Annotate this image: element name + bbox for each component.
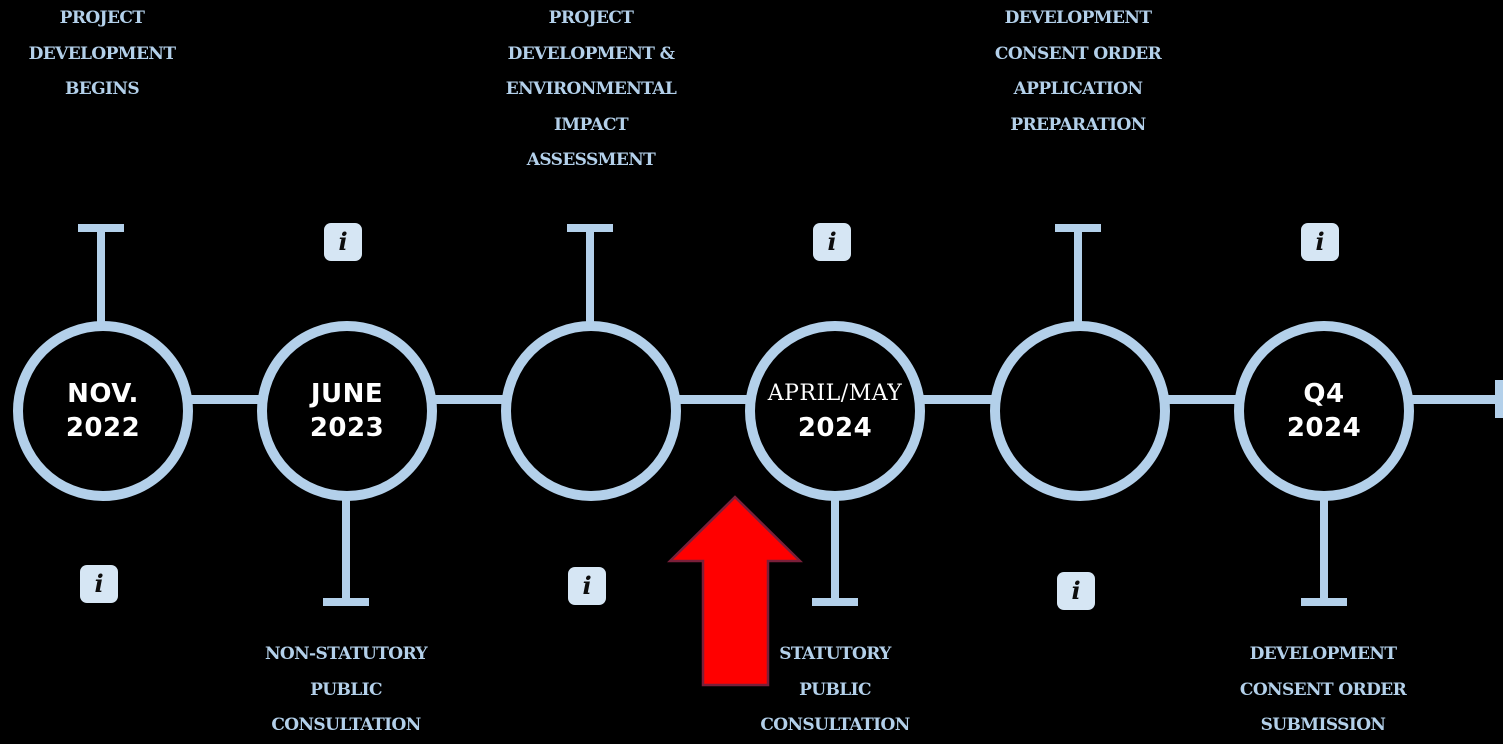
milestone-label-line: CONSENT ORDER <box>1239 679 1407 700</box>
milestone-year: 2022 <box>65 413 141 443</box>
milestone-circle <box>990 321 1170 501</box>
milestone-label-line: PROJECT <box>59 8 145 28</box>
milestone-label-line: CONSENT ORDER <box>994 43 1162 64</box>
info-icon[interactable]: i <box>80 565 118 603</box>
milestone-date: APRIL/MAY <box>767 381 903 406</box>
milestone-label-line: PROJECT <box>548 8 634 28</box>
milestone-date: Q4 <box>1303 379 1345 409</box>
milestone-label-line: PUBLIC <box>310 679 382 700</box>
milestone-label-line: CONSULTATION <box>760 715 910 735</box>
milestone-connector <box>586 224 594 326</box>
milestone-circle: NOV. 2022 <box>13 321 193 501</box>
milestone-connector <box>831 498 839 602</box>
info-icon[interactable]: i <box>568 567 606 605</box>
milestone-connector <box>1320 498 1328 602</box>
milestone-label-line: BEGINS <box>64 79 140 99</box>
milestone-label: NON-STATUTORY PUBLIC CONSULTATION <box>241 637 451 744</box>
info-icon[interactable]: i <box>1301 223 1339 261</box>
milestone-label: DEVELOPMENT CONSENT ORDER SUBMISSION <box>1218 637 1428 744</box>
milestone-date: NOV. <box>67 379 139 409</box>
milestone-label-line: ASSESSMENT <box>526 150 656 170</box>
milestone-label-line: ENVIRONMENTAL <box>505 79 677 99</box>
info-icon[interactable]: i <box>324 223 362 261</box>
milestone-label-line: IMPACT <box>553 114 629 135</box>
milestone-label-line: CONSULTATION <box>271 715 421 735</box>
info-icon[interactable]: i <box>1057 572 1095 610</box>
milestone-circle: JUNE 2023 <box>257 321 437 501</box>
milestone-label-line: STATUTORY <box>779 644 891 664</box>
milestone-year: 2023 <box>309 413 385 443</box>
milestone-label-line: DEVELOPMENT <box>1249 644 1397 664</box>
milestone-connector <box>1074 224 1082 326</box>
milestone-connector-cap <box>812 598 858 606</box>
arrow-up-icon <box>667 495 803 687</box>
milestone-label: STATUTORY PUBLIC CONSULTATION <box>730 637 940 744</box>
milestone-label: PROJECT DEVELOPMENT & ENVIRONMENTAL IMPA… <box>486 1 696 179</box>
milestone-label-line: DEVELOPMENT <box>1004 8 1152 28</box>
milestone-label-line: PREPARATION <box>1010 114 1146 135</box>
timeline-track-end <box>1495 380 1503 418</box>
milestone-label: PROJECT DEVELOPMENT BEGINS <box>0 1 207 108</box>
milestone-circle <box>501 321 681 501</box>
milestone-label-line: DEVELOPMENT & <box>507 43 675 64</box>
milestone-label-line: NON-STATUTORY <box>264 644 428 664</box>
milestone-connector-cap <box>323 598 369 606</box>
milestone-connector <box>97 224 105 326</box>
milestone-connector <box>342 498 350 602</box>
milestone-label-line: PUBLIC <box>799 679 871 700</box>
info-icon[interactable]: i <box>813 223 851 261</box>
milestone-label-line: SUBMISSION <box>1260 715 1386 735</box>
milestone-year: 2024 <box>797 413 873 443</box>
milestone-label-line: APPLICATION <box>1013 79 1143 99</box>
milestone-label-line: DEVELOPMENT <box>28 43 176 64</box>
milestone-label: DEVELOPMENT CONSENT ORDER APPLICATION PR… <box>973 1 1183 143</box>
milestone-circle: Q4 2024 <box>1234 321 1414 501</box>
milestone-year: 2024 <box>1286 413 1362 443</box>
milestone-connector-cap <box>1301 598 1347 606</box>
milestone-circle: APRIL/MAY 2024 <box>745 321 925 501</box>
milestone-date: JUNE <box>310 379 384 409</box>
